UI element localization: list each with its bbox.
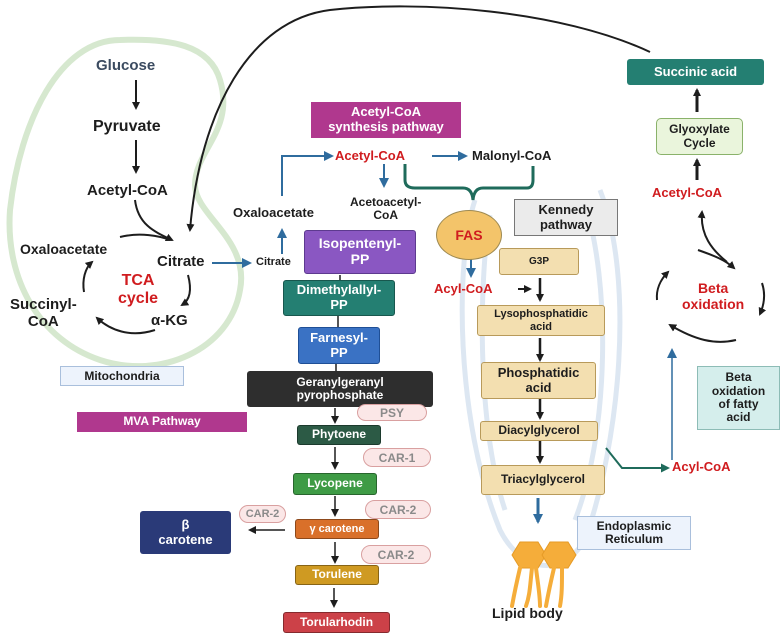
succinyl-coa-label: Succinyl- CoA [10, 296, 77, 330]
geranylgeranyl-pp-box: Geranylgeranyl pyrophosphate [247, 371, 433, 407]
enzyme-psy: PSY [357, 404, 427, 421]
mva-pathway-label: MVA Pathway [77, 412, 247, 432]
enzyme-car2-b: CAR-2 [361, 545, 431, 564]
enzyme-car2-a: CAR-2 [365, 500, 431, 519]
acetyl-coa-synthesis-title: Acetyl-CoA synthesis pathway [311, 102, 461, 138]
oxaloacetate-cyto-label: Oxaloacetate [233, 205, 314, 220]
lycopene-box: Lycopene [293, 473, 377, 495]
lipid-body-label: Lipid body [492, 605, 563, 621]
oxaloacetate-mito-label: Oxaloacetate [20, 241, 108, 257]
acetyl-coa-cyto-label: Acetyl-CoA [335, 148, 406, 163]
succinic-to-citrate-arc [186, 5, 651, 232]
dimethylallyl-pp-box: Dimethylallyl- PP [283, 280, 395, 316]
enzyme-car1: CAR-1 [363, 448, 431, 467]
citrate-mito-label: Citrate [157, 253, 205, 270]
tca-cycle-label: TCA cycle [118, 272, 159, 307]
gamma-carotene-box: γ carotene [295, 519, 379, 539]
acetyl-coa-mito-label: Acetyl-CoA [87, 182, 168, 199]
beta-oxidation-description-box: Beta oxidation of fatty acid [697, 366, 780, 430]
malonyl-coa-label: Malonyl-CoA [472, 148, 552, 163]
g3p-box: G3P [499, 248, 579, 275]
torularhodin-box: Torularhodin [283, 612, 390, 633]
acyl-coa-kennedy-label: Acyl-CoA [434, 281, 493, 296]
acetoacetyl-coa-label: Acetoacetyl- CoA [350, 195, 422, 223]
lysophosphatidic-acid-box: Lysophosphatidic acid [477, 305, 605, 336]
lipid-body-icon [511, 541, 577, 569]
beta-carotene-box: β carotene [140, 511, 231, 554]
torulene-box: Torulene [295, 565, 379, 585]
phytoene-box: Phytoene [297, 425, 381, 445]
mitochondria-membrane [6, 36, 245, 370]
endoplasmic-reticulum-label: Endoplasmic Reticulum [577, 516, 691, 550]
kennedy-pathway-title: Kennedy pathway [514, 199, 618, 236]
fas-enzyme: FAS [436, 210, 502, 260]
acyl-coa-beta-label: Acyl-CoA [672, 459, 731, 474]
farnesyl-pp-box: Farnesyl- PP [298, 327, 380, 364]
glucose-label: Glucose [96, 57, 156, 74]
phosphatidic-acid-box: Phosphatidic acid [481, 362, 596, 399]
enzyme-car2-branch: CAR-2 [239, 505, 286, 523]
triacylglycerol-box: Triacylglycerol [481, 465, 605, 495]
mitochondria-label: Mitochondria [60, 366, 184, 386]
citrate-cyto-label: Citrate [256, 256, 291, 268]
alpha-kg-label: α-KG [151, 312, 188, 329]
beta-oxidation-cycle-label: Beta oxidation [682, 280, 745, 312]
pyruvate-label: Pyruvate [93, 118, 161, 135]
fas-label: FAS [455, 227, 483, 243]
succinic-acid-box: Succinic acid [627, 59, 764, 85]
fas-bracket [403, 164, 535, 201]
glyoxylate-cycle-box: Glyoxylate Cycle [656, 118, 743, 155]
acetyl-coa-beta-label: Acetyl-CoA [652, 185, 723, 200]
diacylglycerol-box: Diacylglycerol [480, 421, 598, 441]
isopentenyl-pp-box: Isopentenyl- PP [304, 230, 416, 274]
